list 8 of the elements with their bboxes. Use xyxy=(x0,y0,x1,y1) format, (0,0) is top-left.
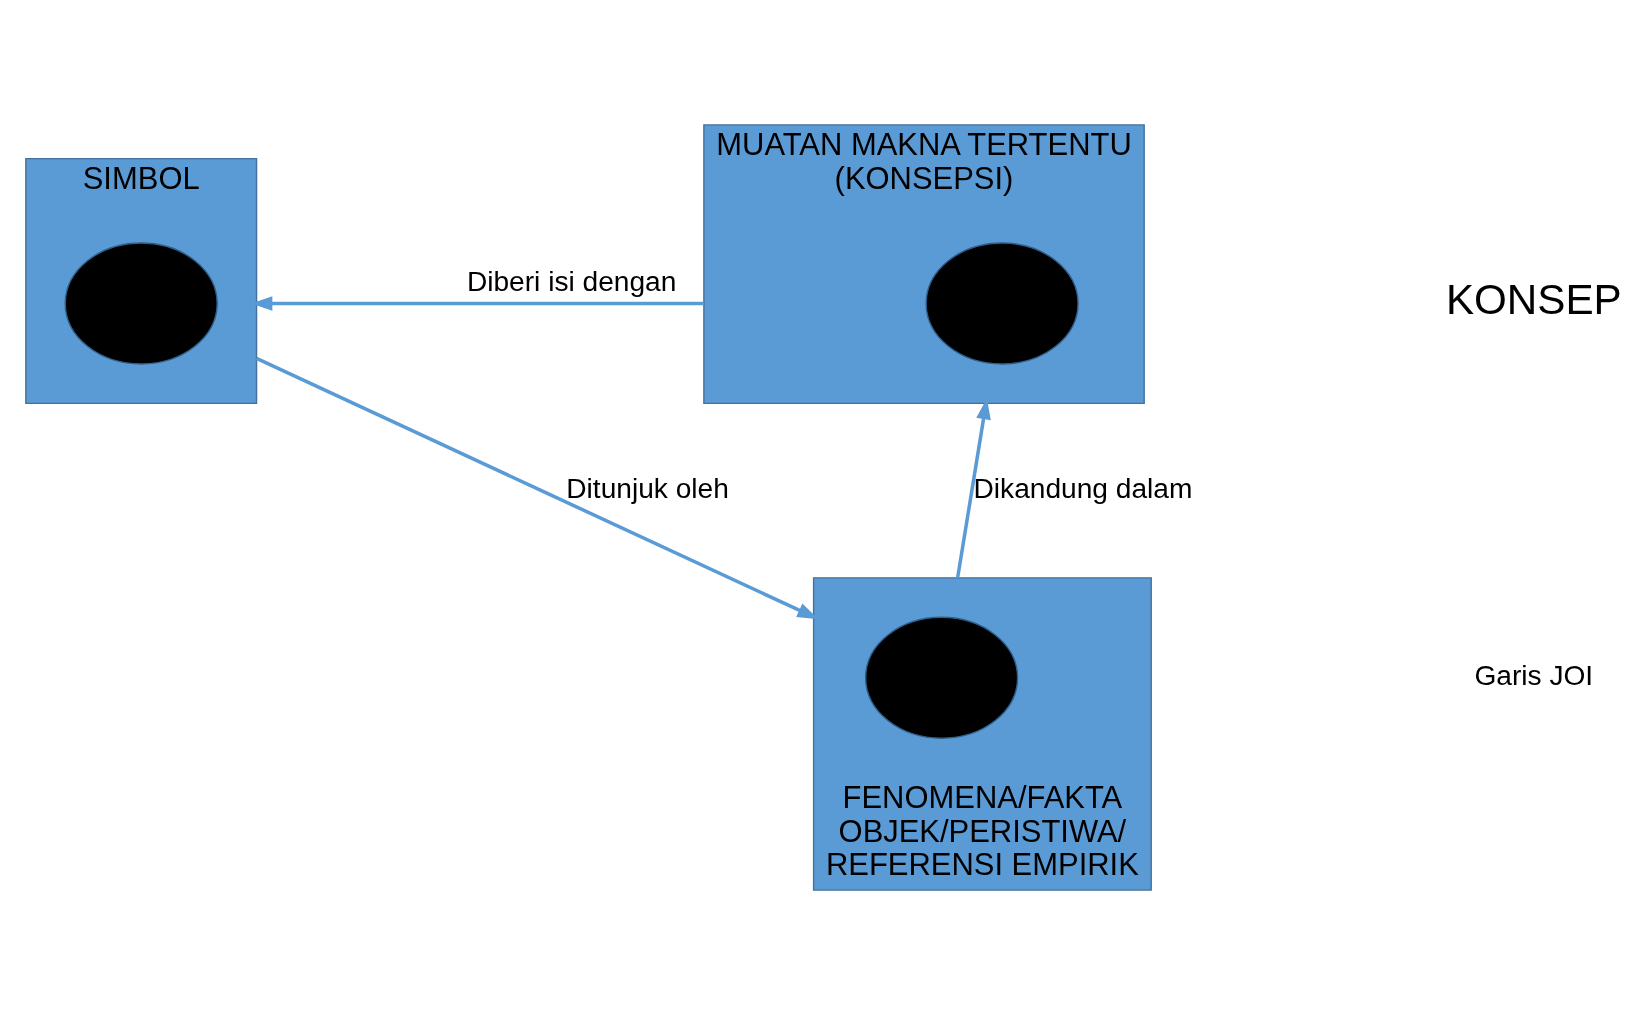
edge-label: Ditunjuk oleh xyxy=(566,472,729,504)
node-label: SIMBOL xyxy=(82,161,200,197)
label: Garis JOI xyxy=(1474,659,1594,691)
label: KONSEP xyxy=(1445,276,1622,324)
node-label: FENOMENA/FAKTA OBJEK/PERISTIWA/ REFERENSI EMPIRIK xyxy=(825,779,1139,883)
node-label: MUATAN MAKNA TERTENTU (KONSEPSI) xyxy=(716,127,1132,197)
edge-label: Diberi isi dengan xyxy=(466,265,677,297)
edge-label: Dikandung dalam xyxy=(973,472,1193,504)
